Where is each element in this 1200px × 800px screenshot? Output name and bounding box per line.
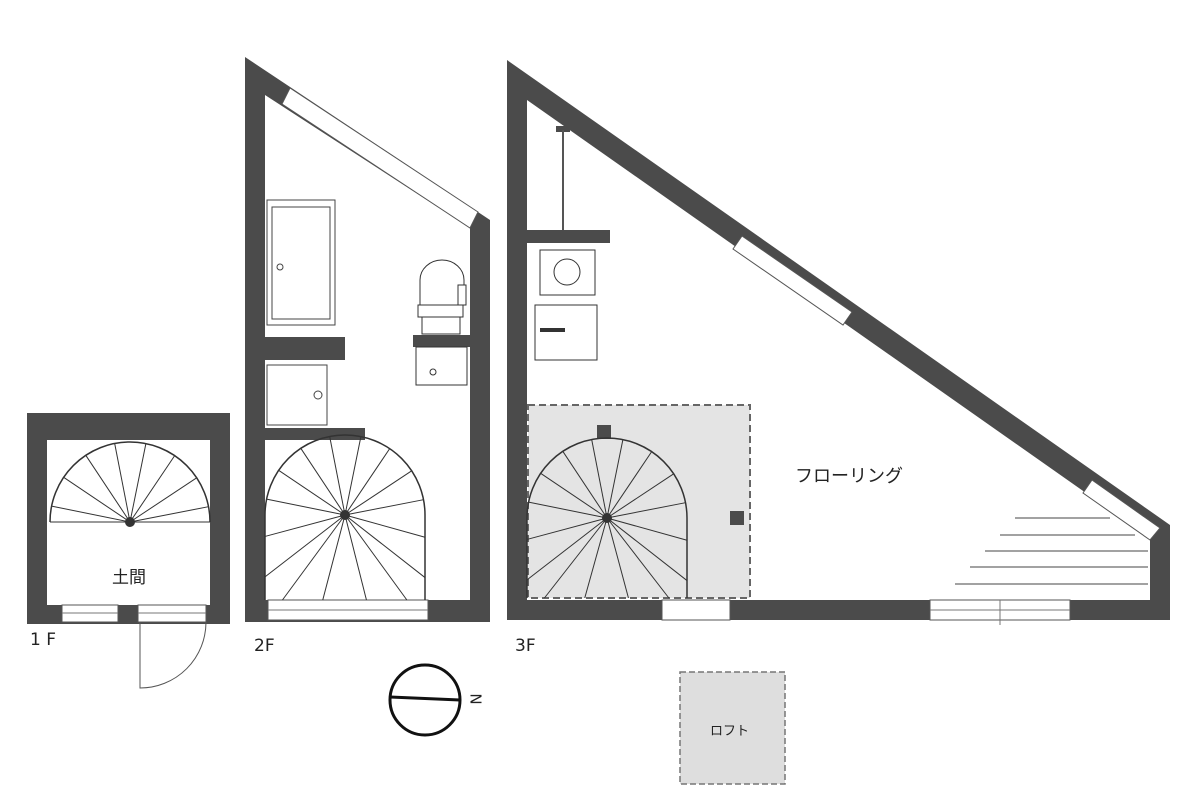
stair-tread [129, 443, 147, 523]
stair-tread [584, 517, 608, 599]
loft-legend-label: ロフト [710, 724, 750, 739]
stair-tread [340, 510, 350, 520]
partition [265, 428, 365, 440]
stair-tread [278, 469, 346, 516]
stair-tread [540, 472, 608, 519]
window [661, 599, 731, 621]
stair-tread [526, 517, 608, 581]
stair-tread [606, 473, 674, 519]
stair-tread [606, 517, 629, 599]
wall [27, 413, 230, 624]
counter [527, 230, 610, 243]
stair-tread [344, 499, 424, 516]
stair-tread [344, 470, 412, 516]
staircase-to-loft [955, 517, 1148, 585]
stair-tread [129, 477, 197, 523]
stair-tread [606, 439, 624, 519]
washing-machine [539, 249, 596, 296]
stair-tread [344, 448, 391, 516]
loft-area [527, 404, 751, 599]
spiral-staircase [526, 437, 688, 599]
skylight-window [281, 87, 479, 229]
stair-tread [51, 505, 131, 523]
stair-tread [322, 514, 346, 601]
stair-tread [264, 434, 426, 600]
stair-tread [562, 451, 608, 519]
kitchen-sink [534, 304, 598, 361]
stair-tread [49, 441, 211, 523]
stair-tread [528, 501, 608, 519]
toilet [417, 259, 467, 335]
north-arrow [388, 663, 462, 737]
stair-tread [606, 451, 653, 519]
stair-tread [300, 448, 346, 516]
floor-label-2f: 2F [254, 636, 275, 656]
stair-tread [606, 517, 688, 581]
door-swing [139, 621, 207, 689]
stair-tread [606, 517, 688, 541]
room-label-flooring: フローリング [795, 466, 903, 487]
stair-tread [344, 514, 426, 578]
shower-tray [266, 364, 328, 426]
stair-tread [602, 513, 612, 523]
wall [507, 60, 1170, 620]
stair-tread [264, 514, 346, 537]
stair-tread [114, 443, 131, 523]
bathtub [266, 199, 336, 326]
stair-tread [282, 514, 346, 601]
stair-tread [606, 517, 670, 599]
floor-3f [507, 60, 1170, 625]
washbasin [415, 346, 468, 386]
stair-tread [344, 514, 408, 601]
stair-tread [264, 514, 346, 578]
stair-tread [544, 517, 608, 599]
loft-legend [679, 671, 786, 785]
window [732, 235, 853, 326]
spiral-staircase [264, 434, 426, 601]
stair-tread [129, 455, 176, 523]
floor-label-1f: 1 F [30, 630, 56, 650]
stair-tread [129, 506, 209, 523]
stair-tread [125, 517, 135, 527]
floor-1f [27, 413, 230, 689]
floor-2f [245, 57, 490, 622]
floor-label-3f: 3F [515, 636, 536, 656]
stair-tread [63, 476, 131, 523]
stair-tread [344, 514, 367, 601]
stair-tread [266, 498, 346, 516]
stair-tread [344, 514, 426, 538]
stair-tread [329, 436, 346, 516]
stair-tread [591, 439, 608, 519]
stair-tread [526, 517, 608, 540]
north-label: N [466, 693, 485, 705]
spiral-staircase [49, 441, 211, 527]
stair-tread [606, 502, 686, 519]
partition [265, 337, 345, 360]
stair-tread [85, 455, 131, 523]
stair-tread [344, 436, 362, 516]
stair-tread [526, 437, 688, 598]
room-label-doma: 土間 [112, 568, 146, 588]
window [1082, 479, 1161, 541]
